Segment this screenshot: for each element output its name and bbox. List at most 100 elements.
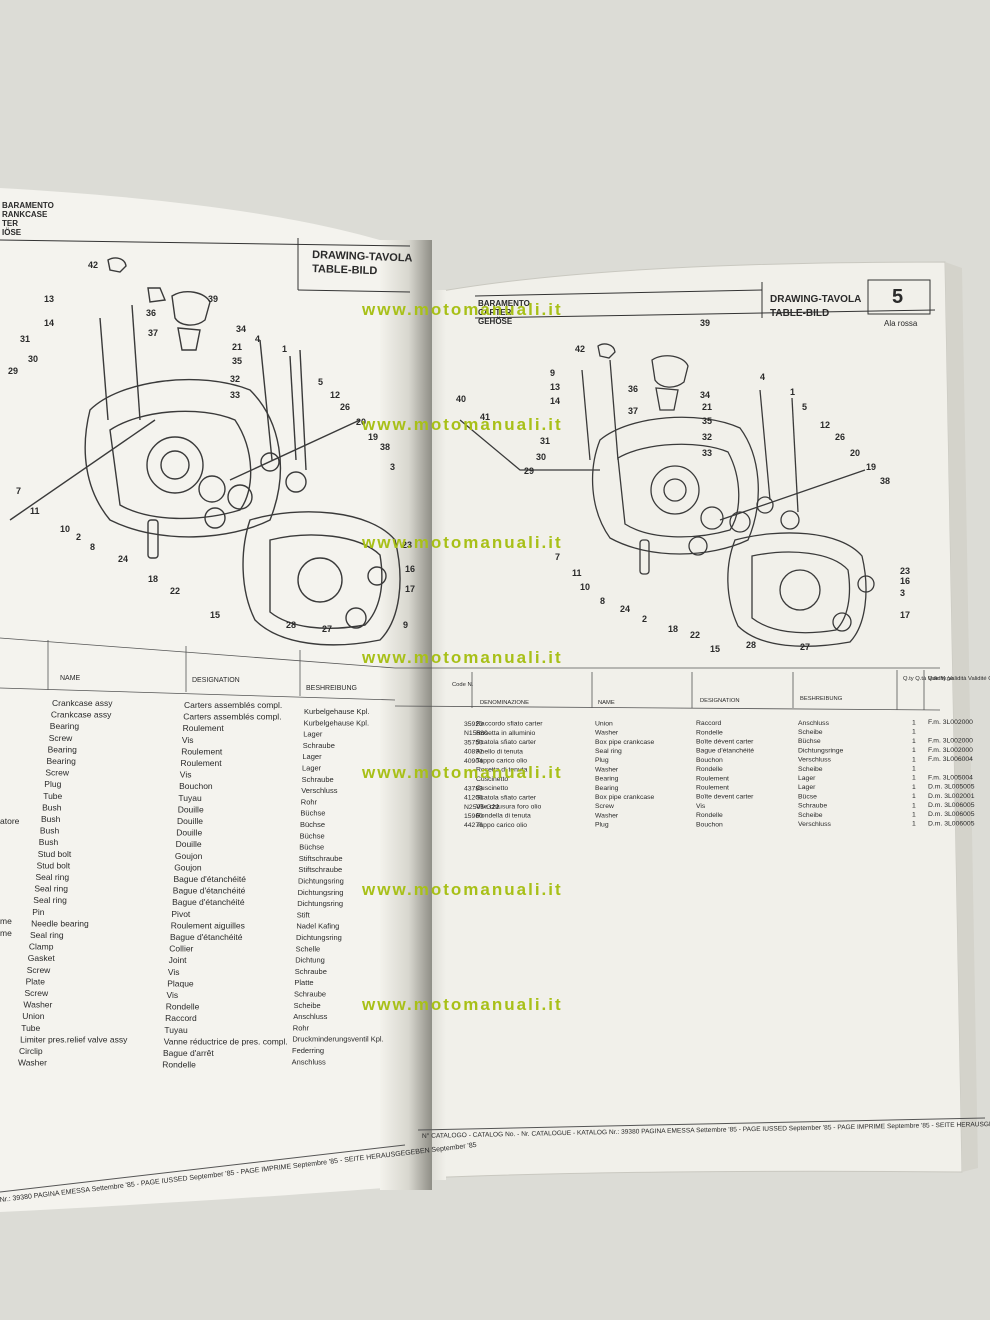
callout-label: 14 [44, 318, 54, 328]
callout-label: 33 [702, 448, 712, 458]
right-row-cell: D.m. 3L006005 [928, 802, 975, 809]
right-row-cell: Schraube [798, 803, 827, 810]
left-table-header: BESHREIBUNG [306, 685, 357, 692]
callout-label: 2 [76, 532, 81, 542]
left-row-name: Washer [23, 1000, 52, 1010]
callout-label: 14 [550, 396, 560, 406]
right-row-cell: 1 [912, 784, 916, 791]
left-row-designation: Roulement [183, 723, 225, 733]
callout-label: 12 [330, 390, 340, 400]
callout-label: 8 [600, 596, 605, 606]
left-row-designation: Rondelle [166, 1002, 200, 1012]
callout-label: 9 [550, 368, 555, 378]
right-row-cell: 1 [912, 793, 916, 800]
callout-label: 42 [88, 260, 98, 270]
callout-label: 5 [318, 377, 323, 387]
left-row-name: Limiter pres.relief valve assy [20, 1034, 128, 1044]
left-row-designation: Vis [180, 770, 192, 780]
right-row-cell: Rondelle [696, 766, 723, 773]
left-row-name: Crankcase assy [51, 710, 112, 720]
watermark-2: www.motomanuali.it [362, 415, 563, 434]
left-row-beshreibung: Verschluss [301, 786, 338, 795]
right-row-cell: Bücse [798, 793, 817, 800]
right-row-cell: 15960 [464, 813, 483, 820]
callout-label: 31 [20, 334, 30, 344]
left-row-designation: Douille [176, 839, 202, 849]
left-row-beshreibung: Büchse [300, 831, 325, 840]
right-table-header: DESIGNATION [700, 698, 740, 704]
callout-label: 17 [405, 584, 415, 594]
callout-label: 23 [402, 540, 412, 550]
callout-label: 34 [700, 390, 710, 400]
left-row-beshreibung: Nadel Kafing [296, 922, 339, 931]
callout-label: 4 [760, 372, 765, 382]
callout-label: 20 [356, 417, 366, 427]
right-row-cell: Raccordo sfiato carter [476, 721, 543, 728]
left-row-beshreibung: Lager [303, 730, 323, 739]
left-edge-word: me [0, 928, 12, 938]
callout-label: 28 [746, 640, 756, 650]
left-row-beshreibung: Kurbelgehause Kpl. [304, 707, 369, 716]
left-row-designation: Vanne réductrice de pres. compl. [164, 1036, 288, 1046]
right-row-cell: Plug [595, 757, 609, 764]
callout-label: 15 [710, 644, 720, 654]
right-row-cell: Boîte dévent carter [696, 739, 754, 746]
left-row-beshreibung: Lager [302, 752, 322, 761]
left-drawing-label: DRAWING-TAVOLA [312, 249, 413, 264]
left-row-designation: Carters assemblés compl. [183, 712, 281, 722]
left-row-designation: Tuyau [164, 1025, 188, 1035]
callout-label: 18 [148, 574, 158, 584]
right-row-cell: Tappo carico olio [476, 758, 527, 765]
right-row-cell: 1 [912, 729, 916, 736]
left-row-designation: Pivot [171, 909, 191, 919]
callout-label: 3 [900, 588, 905, 598]
right-row-cell: Rondelle [696, 729, 723, 736]
callout-label: 22 [690, 630, 700, 640]
left-row-beshreibung: Dichtungsring [298, 877, 344, 886]
right-row-cell: 1 [912, 821, 916, 828]
callout-label: 28 [286, 620, 296, 630]
left-row-name: Tube [43, 791, 62, 801]
callout-label: 13 [550, 382, 560, 392]
callout-label: 34 [236, 324, 246, 334]
right-row-cell: Raccord [696, 720, 722, 727]
right-footer-rule [417, 1117, 986, 1131]
left-row-beshreibung: Druckminderungsventil Kpl. [292, 1035, 383, 1044]
left-row-name: Circlip [19, 1046, 43, 1056]
callout-label: 42 [575, 344, 585, 354]
callout-label: 36 [146, 308, 156, 318]
callout-label: 19 [368, 432, 378, 442]
right-table-header: Code N. [452, 682, 474, 688]
callout-label: 18 [668, 624, 678, 634]
left-row-beshreibung: Büchse [300, 809, 325, 818]
left-row-name: Screw [25, 988, 49, 998]
left-row-beshreibung: Dichtungsring [297, 899, 343, 908]
right-row-cell: Seal ring [595, 748, 622, 755]
right-row-cell: Verschluss [798, 821, 831, 828]
right-table-header: BESHREIBUNG [800, 696, 843, 702]
watermark-1: www.motomanuali.it [362, 300, 563, 319]
left-row-designation: Raccord [165, 1013, 197, 1023]
ala-label: Ala rossa [884, 319, 918, 328]
right-row-cell: Scheibe [798, 812, 823, 819]
callout-label: 16 [900, 576, 910, 586]
left-row-beshreibung: Schraube [302, 775, 334, 784]
left-row-designation: Plaque [167, 978, 194, 988]
right-row-cell: Cuscinetto [476, 785, 508, 792]
left-row-name: Stud bolt [37, 860, 71, 870]
right-row-cell: Vite chiusura foro olio [476, 804, 541, 811]
left-row-name: Clamp [29, 942, 54, 952]
left-row-name: Screw [45, 768, 69, 778]
callout-label: 12 [820, 420, 830, 430]
callout-label: 17 [900, 610, 910, 620]
left-row-beshreibung: Platte [294, 978, 313, 987]
right-row-cell: Screw [595, 803, 614, 810]
right-row-cell: Lager [798, 784, 816, 791]
callout-label: 13 [44, 294, 54, 304]
right-row-cell: 35923 [464, 721, 483, 728]
right-row-cell: Boîte devent carter [696, 794, 754, 801]
left-row-designation: Douille [176, 828, 202, 838]
left-edge-word: atore [0, 816, 20, 826]
callout-label: 30 [536, 452, 546, 462]
left-parts-table [0, 637, 396, 701]
